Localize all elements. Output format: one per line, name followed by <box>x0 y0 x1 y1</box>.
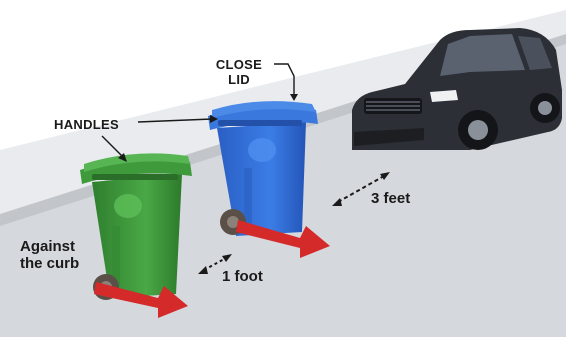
close-lid-label-line2: LID <box>209 73 269 88</box>
handles-label: HANDLES <box>54 118 119 133</box>
three-feet-label: 3 feet <box>371 190 410 207</box>
one-foot-label: 1 foot <box>222 268 263 285</box>
green-cart-handle <box>92 174 178 180</box>
blue-cart-handle <box>218 120 302 126</box>
against-curb-label: Against the curb <box>20 238 79 273</box>
against-curb-label-line2: the curb <box>20 255 79 272</box>
close-lid-label: CLOSE LID <box>209 58 269 88</box>
against-curb-label-line1: Against <box>20 238 79 255</box>
close-lid-label-line1: CLOSE <box>209 58 269 73</box>
blue-recycling-cart <box>208 101 318 236</box>
